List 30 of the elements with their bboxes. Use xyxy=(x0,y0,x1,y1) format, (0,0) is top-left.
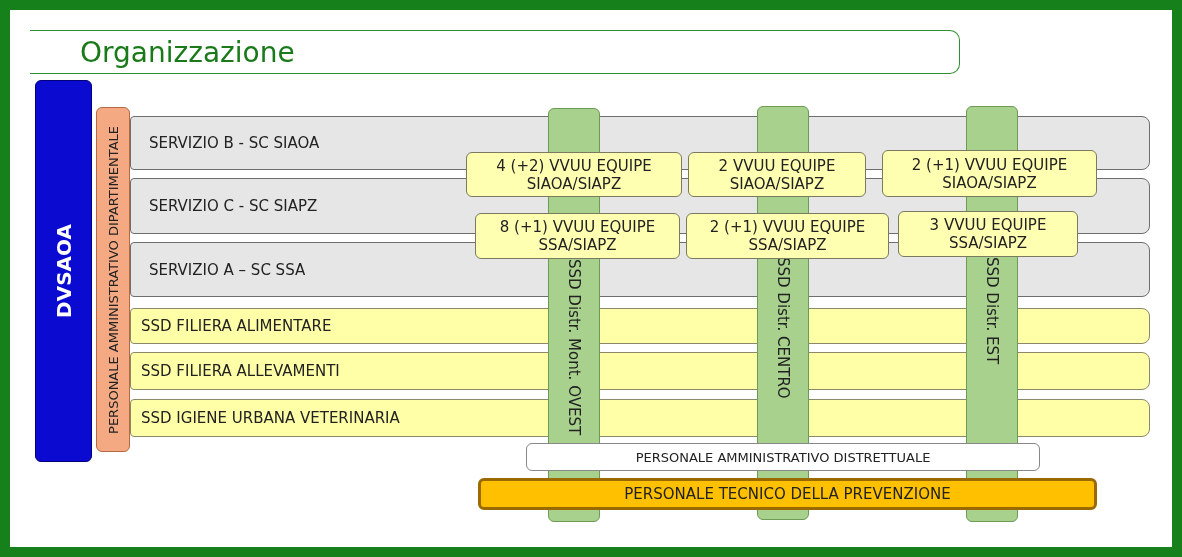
staff-label: PERSONALE AMMINISTRATIVO DISTRETTUALE xyxy=(635,449,931,465)
staff-band xyxy=(478,478,1097,510)
team-label: 2 (+1) VVUU EQUIPE SIAOA/SIAPZ xyxy=(910,155,1069,192)
district-label: SSD Distr. CENTRO xyxy=(774,257,792,399)
service-label: SERVIZIO C - SC SIAPZ xyxy=(149,197,318,215)
district-label: SSD Distr. Mont. OVEST xyxy=(565,259,583,436)
team-box xyxy=(686,213,889,259)
team-label: 3 VVUU EQUIPE SSA/SIAPZ xyxy=(928,216,1048,252)
team-label: 2 (+1) VVUU EQUIPE SSA/SIAPZ xyxy=(708,218,867,254)
district-label: SSD Distr. EST xyxy=(983,257,1001,365)
team-box xyxy=(882,150,1097,197)
team-label: 2 VVUU EQUIPE SIAOA/SIAPZ xyxy=(717,156,837,193)
team-box xyxy=(688,152,866,197)
staff-label: PERSONALE TECNICO DELLA PREVENZIONE xyxy=(624,485,951,503)
department-bar xyxy=(35,80,92,462)
staff-band xyxy=(526,443,1040,471)
service-label: SERVIZIO B - SC SIAOA xyxy=(149,134,320,152)
team-box xyxy=(466,152,682,197)
staff-bar xyxy=(96,107,130,452)
unit-label: SSD FILIERA ALLEVAMENTI xyxy=(141,362,340,380)
staff-label: PERSONALE AMMINISTRATIVO DIPARTIMENTALE xyxy=(105,125,121,434)
team-label: 8 (+1) VVUU EQUIPE SSA/SIAPZ xyxy=(498,218,657,254)
unit-label: SSD IGIENE URBANA VETERINARIA xyxy=(141,409,400,427)
team-box xyxy=(475,213,680,259)
title: Organizzazione xyxy=(80,35,295,69)
team-label: 4 (+2) VVUU EQUIPE SIAOA/SIAPZ xyxy=(495,156,653,193)
team-box xyxy=(898,211,1078,257)
department-label: DVSAOA xyxy=(51,224,76,318)
unit-label: SSD FILIERA ALIMENTARE xyxy=(141,317,332,335)
service-label: SERVIZIO A – SC SSA xyxy=(149,260,306,279)
